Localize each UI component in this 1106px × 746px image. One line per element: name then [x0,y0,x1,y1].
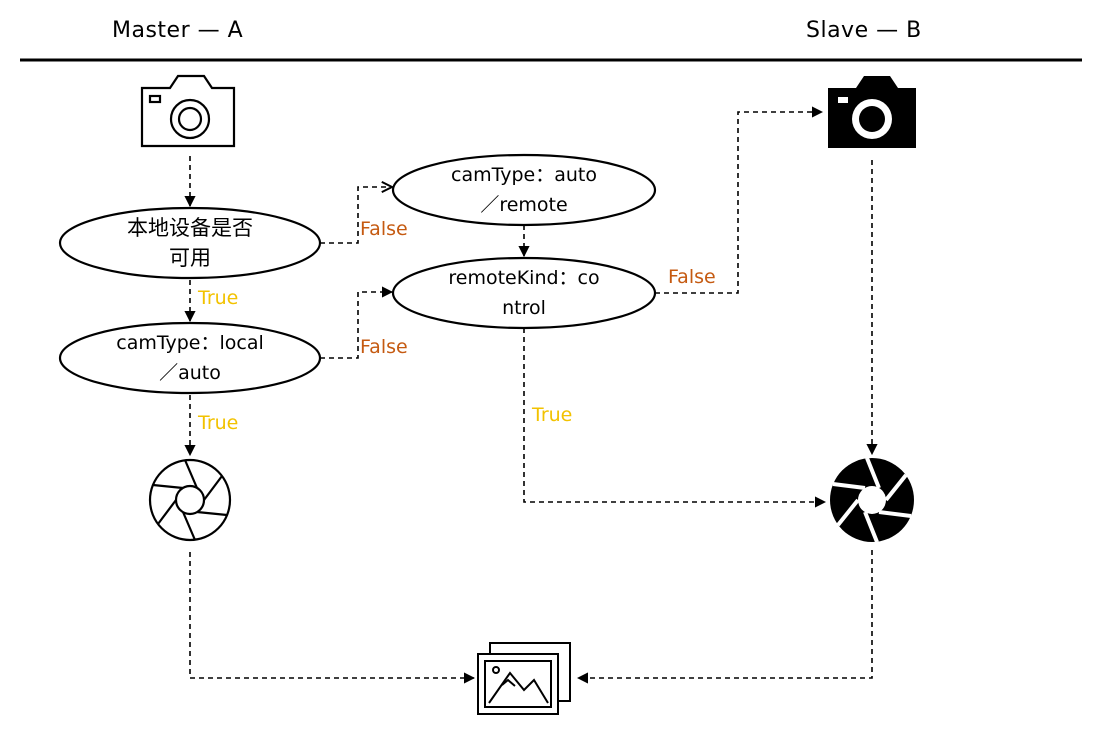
aperture-filled-icon [830,457,914,543]
node-remote-kind-text: remoteKind：co ntrol [448,263,599,323]
label-false-local-to-remote: False [360,218,408,240]
node-camtype-remote-text: camType：auto ／remote [451,160,597,220]
label-true-remote-kind-to-aperture-b: True [532,404,573,426]
edge-remote-kind-to-camera-b [655,106,824,294]
node-local-available-line1: 本地设备是否 [127,216,253,240]
camera-filled-icon [828,76,916,148]
label-false-camtype-local-to-remote-kind: False [360,336,408,358]
aperture-outline-icon [148,458,232,542]
edge-remote-kind-to-aperture-b [523,328,827,508]
node-camtype-local-line2: ／auto [159,362,221,384]
edge-aperture-b-to-gallery [576,550,873,684]
node-remote-kind-line2: ntrol [502,297,546,319]
label-true-camtype-local-to-aperture: True [198,412,239,434]
label-false-remote-kind-to-camera-b: False [668,266,716,288]
camera-outline-icon [140,74,236,148]
edge-aperture-a-to-gallery [189,552,476,684]
node-camtype-local-text: camType：local ／auto [116,328,264,388]
label-true-local-to-camtype-local: True [198,287,239,309]
node-local-available-text: 本地设备是否 可用 [127,213,253,273]
node-camtype-remote-line1: camType：auto [451,164,597,186]
node-camtype-remote-line2: ／remote [480,194,568,216]
node-remote-kind-line1: remoteKind：co [448,267,600,289]
edge-camtype-local-to-remote-kind [320,286,394,359]
slave-b-header: Slave — B [806,18,922,43]
image-gallery-icon [477,642,571,715]
node-local-available-line2: 可用 [169,246,211,270]
node-camtype-local-line1: camType：local [116,332,264,354]
edge-local-available-to-camtype-remote [320,187,392,244]
master-a-header: Master — A [112,18,244,43]
